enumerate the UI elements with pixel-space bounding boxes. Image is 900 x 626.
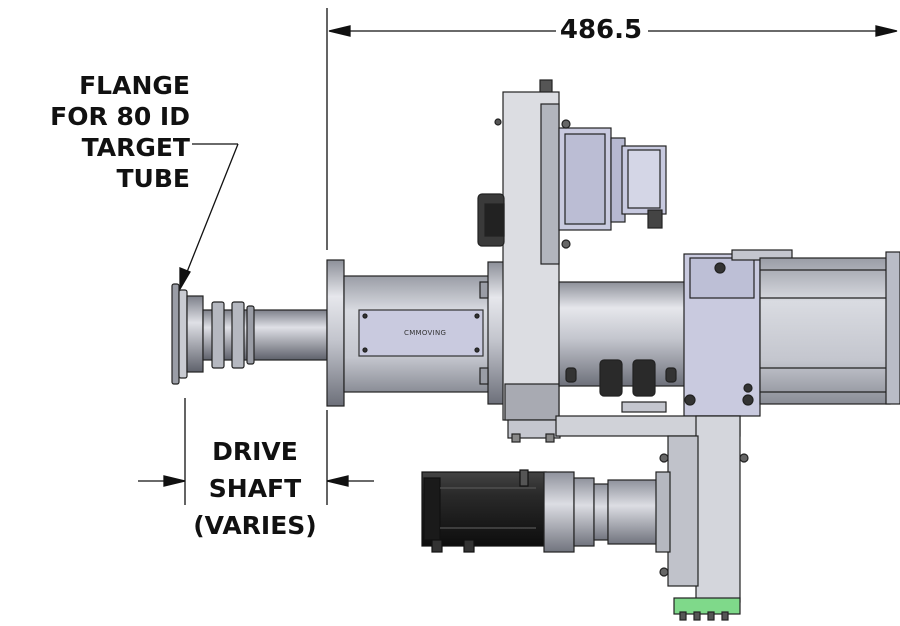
green-connector bbox=[673, 597, 741, 621]
arrowhead-left-icon bbox=[328, 25, 351, 37]
clamp-block bbox=[683, 253, 761, 417]
flange-callout: FLANGE FOR 80 ID TARGET TUBE bbox=[0, 70, 190, 194]
target-tube-flange bbox=[171, 283, 204, 385]
name-plate-brand: CMMOVING bbox=[404, 329, 447, 337]
main-tube bbox=[558, 281, 686, 413]
flange-leader bbox=[179, 143, 239, 292]
mounting-plate bbox=[494, 79, 561, 443]
overall-length-dimension: 486.5 bbox=[556, 17, 646, 43]
shaft-label-line-2: SHAFT bbox=[208, 474, 302, 503]
cylinder-body bbox=[731, 249, 900, 405]
bearing-housing bbox=[326, 259, 507, 407]
shaft-label-line-3: (VARIES) bbox=[193, 511, 317, 540]
shaft-label-line-1: DRIVE bbox=[212, 437, 298, 466]
shaft-collar bbox=[211, 301, 225, 369]
shaft-collar bbox=[246, 305, 255, 365]
name-plate bbox=[358, 309, 484, 357]
flange-label-line-2: FOR 80 ID bbox=[50, 102, 190, 131]
lower-gearbox bbox=[543, 471, 671, 553]
shaft-arrow-left-icon bbox=[163, 475, 186, 487]
lower-servo-motor bbox=[421, 469, 547, 553]
upper-knob bbox=[477, 193, 505, 247]
flange-label-line-1: FLANGE bbox=[79, 71, 190, 100]
dimension-drive-shaft bbox=[138, 398, 374, 505]
upper-gear-motor bbox=[558, 119, 667, 249]
housing-flange-left bbox=[326, 259, 345, 407]
shaft-collar bbox=[231, 301, 245, 369]
drive-shaft bbox=[202, 301, 328, 369]
arrowhead-right-icon bbox=[875, 25, 898, 37]
leader-arrowhead-icon bbox=[179, 267, 191, 292]
drive-shaft-callout: DRIVE SHAFT (VARIES) bbox=[180, 433, 330, 544]
flange-label-line-3: TARGET TUBE bbox=[81, 133, 190, 193]
shaft-arrow-right-icon bbox=[326, 475, 349, 487]
dimension-overall-length bbox=[326, 8, 898, 250]
lower-bracket bbox=[555, 415, 749, 603]
